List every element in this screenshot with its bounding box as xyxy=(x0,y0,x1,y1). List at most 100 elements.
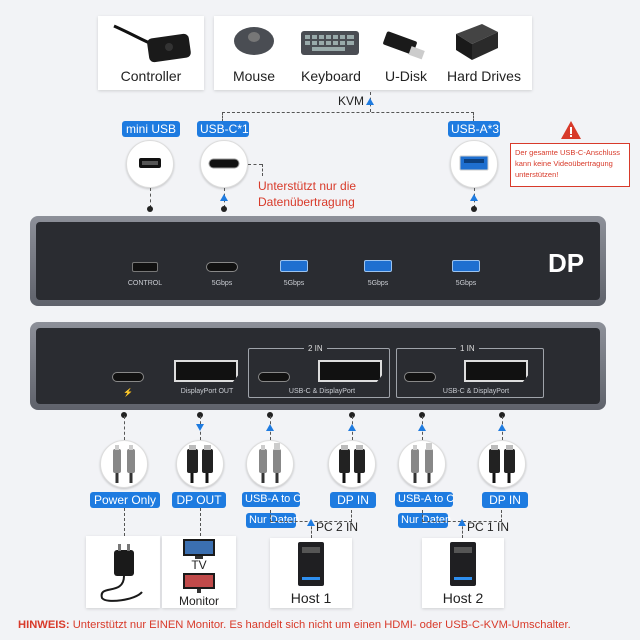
dp-out-pill: DP OUT xyxy=(172,492,226,508)
nur-daten-pill-2: Nur Daten xyxy=(246,513,299,528)
in2c-arrow-icon xyxy=(266,424,274,431)
power-dot xyxy=(121,412,127,418)
host1-label: Host 1 xyxy=(290,590,332,606)
keyboard-icon xyxy=(301,31,359,55)
pc1-down-line xyxy=(462,522,463,538)
hard-drive-icon xyxy=(456,24,498,60)
dpout-arrow-icon xyxy=(196,424,204,431)
back-panel-face: ⚡ DisplayPort OUT 2 IN USB-C & DisplayPo… xyxy=(36,328,600,404)
in2dp-arrow-icon xyxy=(348,424,356,431)
pc2-label: PC 2 IN xyxy=(316,520,359,534)
pc1-label: PC 1 IN xyxy=(467,520,510,534)
pc2-down-line xyxy=(311,522,312,538)
kvm-label: KVM xyxy=(337,94,364,108)
in2-dp-cable-circle xyxy=(328,440,376,488)
controller-box: Controller xyxy=(98,16,204,90)
monitor-icon xyxy=(183,573,215,593)
mini-usb-line xyxy=(150,188,151,208)
usbc-dot xyxy=(221,206,227,212)
combo2-label: USB-C & DisplayPort xyxy=(288,388,356,395)
usba-pill: USB-A*3 xyxy=(448,121,500,137)
in1-usb-cable-circle xyxy=(398,440,446,488)
dpout-dot xyxy=(197,412,203,418)
front-usbc-port xyxy=(206,262,238,272)
warning-icon xyxy=(561,121,581,139)
footer-note: HINWEIS: Unterstützt nur EINEN Monitor. … xyxy=(18,619,634,631)
mini-usb-circle xyxy=(126,140,174,188)
tv-icon xyxy=(183,539,215,559)
host1-box: Host 1 xyxy=(270,538,352,608)
usba-to-c-cable-icon xyxy=(411,443,433,483)
power-line xyxy=(124,416,125,440)
back-panel: ⚡ DisplayPort OUT 2 IN USB-C & DisplayPo… xyxy=(30,322,606,410)
usba-port-icon xyxy=(459,155,489,171)
in1c-dot xyxy=(419,412,425,418)
usbc-port-icon xyxy=(208,158,240,169)
nur-daten-pill-1: Nur Daten xyxy=(398,513,451,528)
in2c-dot xyxy=(267,412,273,418)
kvm-line-top xyxy=(222,112,474,113)
hard-drives-label: Hard Drives xyxy=(447,68,521,84)
kvm-arrow-icon xyxy=(366,98,374,105)
front-panel-face: CONTROL 5Gbps 5Gbps 5Gbps 5Gbps DP xyxy=(36,222,600,300)
udisk-label: U-Disk xyxy=(385,68,427,84)
monitor-label: Monitor xyxy=(178,594,219,608)
dp-cable-icon xyxy=(489,445,515,483)
speed-label-3: 5Gbps xyxy=(367,280,389,287)
mini-usb-dot xyxy=(147,206,153,212)
power-cable-circle xyxy=(100,440,148,488)
dp-out-label: DisplayPort OUT xyxy=(180,388,234,395)
in1-dp-port xyxy=(464,360,528,382)
usba-dot xyxy=(471,206,477,212)
in2-dp-port xyxy=(318,360,382,382)
in1-dp-cable-circle xyxy=(478,440,526,488)
tv-label: TV xyxy=(191,558,207,572)
in2-usb-cable-circle xyxy=(246,440,294,488)
dp-in-pill-1: DP IN xyxy=(482,492,528,508)
mini-usb-pill: mini USB xyxy=(122,121,180,137)
front-panel: CONTROL 5Gbps 5Gbps 5Gbps 5Gbps DP xyxy=(30,216,606,306)
controller-label: Controller xyxy=(120,68,182,84)
control-label: CONTROL xyxy=(127,280,163,287)
udisk-icon xyxy=(383,31,425,60)
usba-to-c-cable-icon xyxy=(259,443,281,483)
footer-text: Unterstützt nur EINEN Monitor. Es handel… xyxy=(69,619,571,631)
peripherals-box: Mouse Keyboard U-Disk Hard Drives xyxy=(214,16,532,90)
in1dp-arrow-icon xyxy=(498,424,506,431)
usbc-arrow-icon xyxy=(220,194,228,201)
display-box: TV Monitor xyxy=(162,536,236,608)
in1-usbc-port xyxy=(404,372,436,382)
in2dp-dot xyxy=(349,412,355,418)
in2-label: 2 IN xyxy=(304,344,327,353)
speed-label-1: 5Gbps xyxy=(211,280,233,287)
dpout-down-line xyxy=(200,508,201,536)
dpout-cable-circle xyxy=(176,440,224,488)
host2-label: Host 2 xyxy=(442,590,484,606)
dp-in-pill-2: DP IN xyxy=(330,492,376,508)
front-usba-port-2 xyxy=(364,260,392,272)
usbc-pill: USB-C*1 xyxy=(197,121,249,137)
host2-box: Host 2 xyxy=(422,538,504,608)
data-only-note: Unterstützt nur die Datenübertragung xyxy=(258,179,357,209)
power-down-line xyxy=(124,508,125,536)
in1c-arrow-icon xyxy=(418,424,426,431)
mouse-icon xyxy=(234,27,274,55)
front-usba-port-1 xyxy=(280,260,308,272)
speed-label-4: 5Gbps xyxy=(455,280,477,287)
host2-tower-icon xyxy=(450,542,476,586)
note-line-v xyxy=(262,164,263,176)
usba-circle xyxy=(450,140,498,188)
controller-icon xyxy=(113,24,191,63)
power-symbol: ⚡ xyxy=(123,388,133,397)
usbc-circle xyxy=(200,140,248,188)
in1dp-dot xyxy=(499,412,505,418)
in2-usbc-port xyxy=(258,372,290,382)
usba-to-c-pill-1: USB-A to C xyxy=(395,492,454,507)
dp-cable-icon xyxy=(339,445,365,483)
kvm-line-right xyxy=(473,112,474,122)
combo1-label: USB-C & DisplayPort xyxy=(442,388,510,395)
host1-tower-icon xyxy=(298,542,324,586)
usba-arrow-icon xyxy=(470,194,478,201)
power-only-pill: Power Only xyxy=(90,492,160,508)
